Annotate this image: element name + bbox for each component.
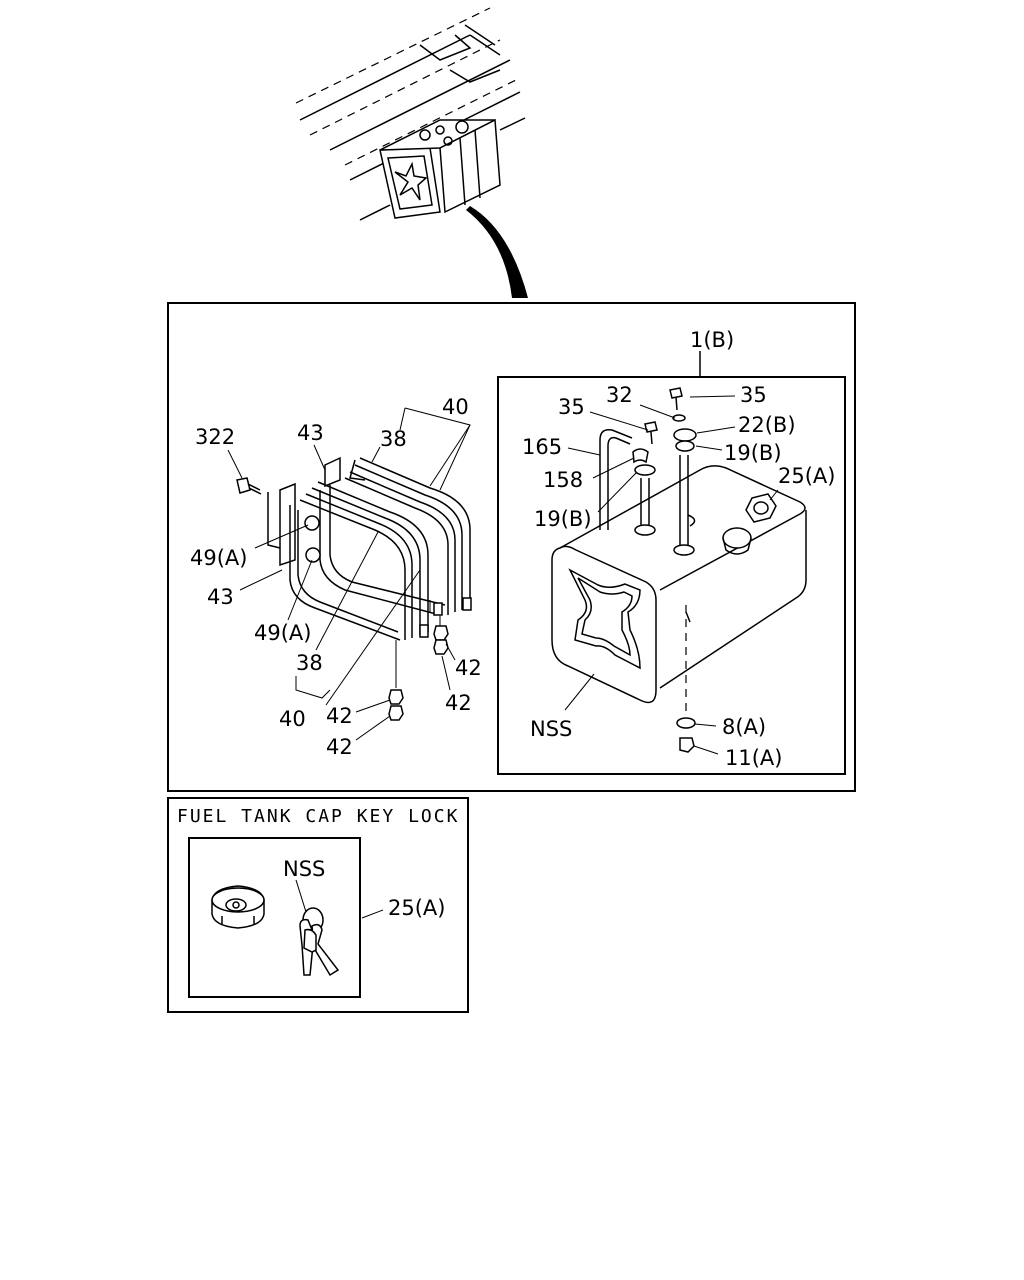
label-35-right: 35 (740, 383, 767, 407)
main-panel-frame (167, 302, 856, 792)
label-19b-right: 19(B) (724, 441, 782, 465)
label-38-bottom: 38 (296, 651, 323, 675)
label-25a: 25(A) (778, 464, 835, 488)
label-158: 158 (543, 468, 583, 492)
tank-band-assembly (236, 456, 472, 721)
label-165: 165 (522, 435, 562, 459)
label-43-left: 43 (207, 585, 234, 609)
key-lock-panel: FUEL TANK CAP KEY LOCK NSS 25(A) (167, 797, 469, 1013)
key-lock-25a: 25(A) (388, 896, 445, 920)
leader-lines-left (227, 407, 471, 741)
vehicle-frame-overview (295, 7, 528, 298)
label-19b-left: 19(B) (534, 507, 592, 531)
fuel-cap-icon (211, 885, 265, 929)
key-lock-nss: NSS (283, 857, 325, 881)
label-322: 322 (195, 425, 235, 449)
label-40-top: 40 (442, 395, 469, 419)
tank-assembly-frame (497, 376, 846, 775)
label-42-d: 42 (326, 735, 353, 759)
label-42-c: 42 (326, 704, 353, 728)
label-49a-2: 49(A) (254, 621, 311, 645)
leader-lines-right (564, 395, 779, 755)
label-8a: 8(A) (722, 715, 766, 739)
label-38-top: 38 (380, 427, 407, 451)
label-42-a: 42 (455, 656, 482, 680)
label-42-b: 42 (445, 691, 472, 715)
part-labels: 1(B) 322 43 38 40 49(A) 43 49(A) 38 40 4… (190, 328, 835, 770)
label-11a: 11(A) (725, 746, 782, 770)
label-49a-1: 49(A) (190, 546, 247, 570)
label-43-top: 43 (297, 421, 324, 445)
label-1b: 1(B) (690, 328, 734, 352)
label-40-bottom: 40 (279, 707, 306, 731)
label-35-left: 35 (558, 395, 585, 419)
label-nss: NSS (530, 717, 572, 741)
keys-icon (299, 907, 340, 977)
key-lock-caption: FUEL TANK CAP KEY LOCK (177, 806, 459, 827)
fuel-tank (551, 387, 807, 753)
label-22b: 22(B) (738, 413, 796, 437)
label-32: 32 (606, 383, 633, 407)
